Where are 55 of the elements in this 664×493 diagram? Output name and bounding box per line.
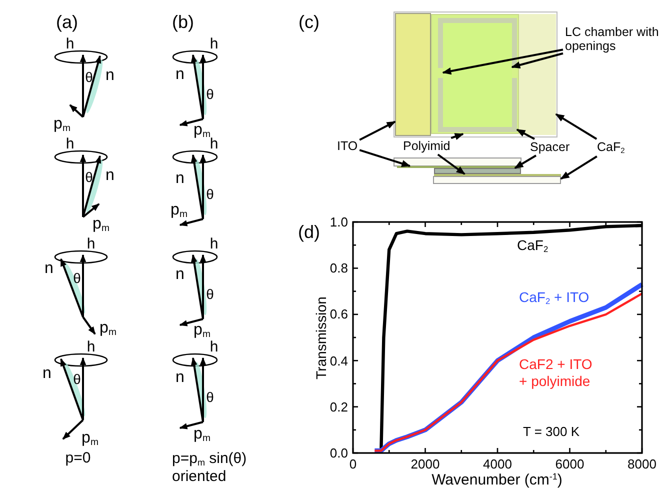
condition-label: p=0 <box>65 450 91 466</box>
tick-label: 1.0 <box>328 216 348 228</box>
series-label: CaF$_{2}$ + ITO <box>519 290 590 306</box>
vector-label: p$_{m}$ <box>194 122 210 140</box>
vector-label: h <box>210 236 218 252</box>
vector-label: θ <box>206 187 214 201</box>
vector-label: p$_{m}$ <box>100 320 116 338</box>
vector-label: θ <box>206 287 214 301</box>
tick-label: 0.8 <box>328 262 348 275</box>
vector-label: θ <box>73 271 81 285</box>
tick-label: 0.4 <box>328 354 348 368</box>
vector-label: h <box>210 36 218 52</box>
tick-label: 0.6 <box>328 308 348 321</box>
vector-label: p$_{m}$ <box>170 202 188 220</box>
vector-label: θ <box>85 70 93 84</box>
vector-label: n <box>176 171 184 187</box>
vector-label: θ <box>85 170 93 184</box>
vector-label: n <box>106 168 114 184</box>
vector-label: n <box>42 366 52 382</box>
tick-label: 0.2 <box>328 400 348 414</box>
vector-label: p$_{m}$ <box>54 116 70 134</box>
vector-label: h <box>66 36 74 52</box>
vector-label: p$_{m}$ <box>194 322 210 340</box>
vector-label: p$_{m}$ <box>92 216 110 234</box>
series-label: CaF2 + ITO + polyimide <box>519 356 594 390</box>
vector-label: h <box>210 340 218 354</box>
series-label: CaF$_{2}$ <box>517 238 548 254</box>
tick-label: 2000 <box>410 458 440 470</box>
vector-label: h <box>86 236 96 252</box>
vector-label: n <box>176 370 184 386</box>
panel-label: (b) <box>172 13 194 31</box>
vector-label: p$_{m}$ <box>82 430 98 448</box>
vector-label: h <box>210 136 218 152</box>
chart-annotation: T = 300 K <box>523 425 580 438</box>
axis-title: Transmission <box>314 296 328 380</box>
vector-label: θ <box>206 390 214 404</box>
tick-label: 0 <box>349 458 357 470</box>
vector-label: h <box>86 340 96 354</box>
panel-label: (a) <box>56 13 78 31</box>
panel-label: (c) <box>298 13 320 31</box>
axis-title: Wavenumber (cm$^{-1}$) <box>432 472 562 488</box>
vector-label: h <box>66 136 74 152</box>
tick-label: 4000 <box>483 458 512 470</box>
vector-label: n <box>176 67 184 83</box>
vector-label: p$_{m}$ <box>194 426 210 444</box>
panel-label: (d) <box>298 223 320 241</box>
vector-label: θ <box>206 87 214 101</box>
condition-label: p=p$_{m}$ sin(θ) oriented <box>172 450 248 485</box>
tick-label: 0.0 <box>328 446 348 460</box>
tick-label: 6000 <box>555 458 584 470</box>
vector-label: θ <box>73 372 81 386</box>
vector-label: n <box>44 261 54 277</box>
tick-label: 8000 <box>628 458 656 470</box>
vector-label: n <box>176 267 184 283</box>
vector-label: n <box>106 68 114 84</box>
